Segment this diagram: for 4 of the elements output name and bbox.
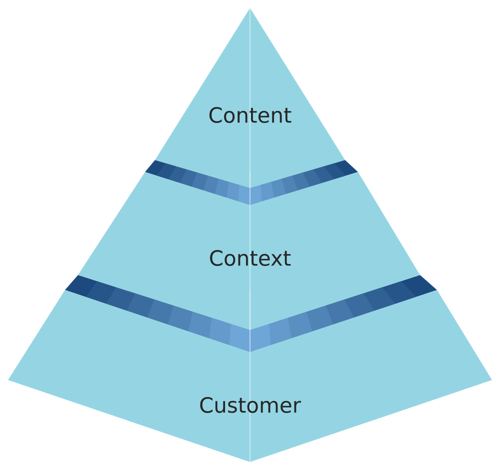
pyramid-tier: Customer	[8, 290, 492, 462]
node-label: Context	[210, 250, 291, 266]
pyramid-tier: Context	[78, 172, 420, 330]
pyramid-tier: Content	[155, 8, 345, 188]
